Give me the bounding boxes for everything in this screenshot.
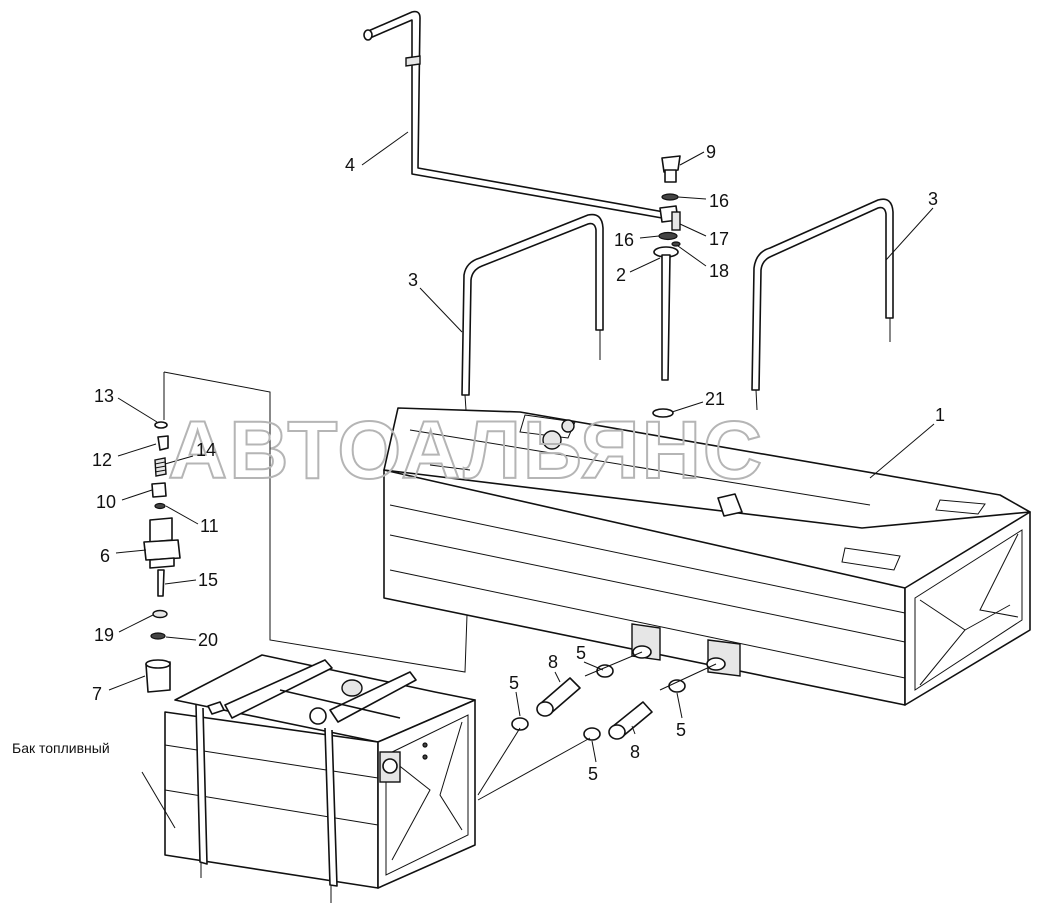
tank-caption: Бак топливный: [12, 740, 110, 756]
vent-pipe: [363, 10, 665, 219]
callout-2: 2: [616, 265, 626, 285]
callout-8-a: 8: [548, 652, 558, 672]
callout-3-left: 3: [408, 270, 418, 290]
callout-19: 19: [94, 625, 114, 645]
callout-11: 11: [200, 516, 219, 536]
callout-14: 14: [196, 440, 216, 460]
strap-left: [461, 213, 604, 411]
callout-16-a: 16: [709, 191, 729, 211]
callout-17: 17: [709, 229, 729, 249]
callout-18: 18: [709, 261, 729, 281]
assembly-guide-lines: [163, 371, 468, 673]
strap-right: [751, 198, 894, 411]
callout-15: 15: [198, 570, 218, 590]
callout-9: 9: [706, 142, 716, 162]
callout-leaders: [108, 131, 935, 829]
callout-6: 6: [100, 546, 110, 566]
callout-1: 1: [935, 405, 945, 425]
filler-neck-stack: [143, 421, 181, 693]
watermark-text: АВТОАЛЬЯНС: [168, 405, 764, 496]
callout-5-a: 5: [509, 673, 519, 693]
callout-21: 21: [705, 389, 725, 409]
callout-labels: 1 2 3 3 4 5 5 5 5 6 7 8 8 9 10 11 12 13 …: [92, 142, 945, 784]
fuel-sender-stack: [652, 155, 681, 418]
callout-4: 4: [345, 155, 355, 175]
callout-16-b: 16: [614, 230, 634, 250]
callout-3-right: 3: [928, 189, 938, 209]
callout-12: 12: [92, 450, 112, 470]
small-fuel-tank: [164, 654, 476, 903]
callout-13: 13: [94, 386, 114, 406]
hose-clamps-and-hoses: [477, 651, 717, 801]
callout-5-c: 5: [676, 720, 686, 740]
callout-5-b: 5: [576, 643, 586, 663]
callout-10: 10: [96, 492, 116, 512]
callout-8-b: 8: [630, 742, 640, 762]
main-fuel-tank: [383, 407, 1031, 706]
callout-7: 7: [92, 684, 102, 704]
callout-20: 20: [198, 630, 218, 650]
callout-5-d: 5: [588, 764, 598, 784]
